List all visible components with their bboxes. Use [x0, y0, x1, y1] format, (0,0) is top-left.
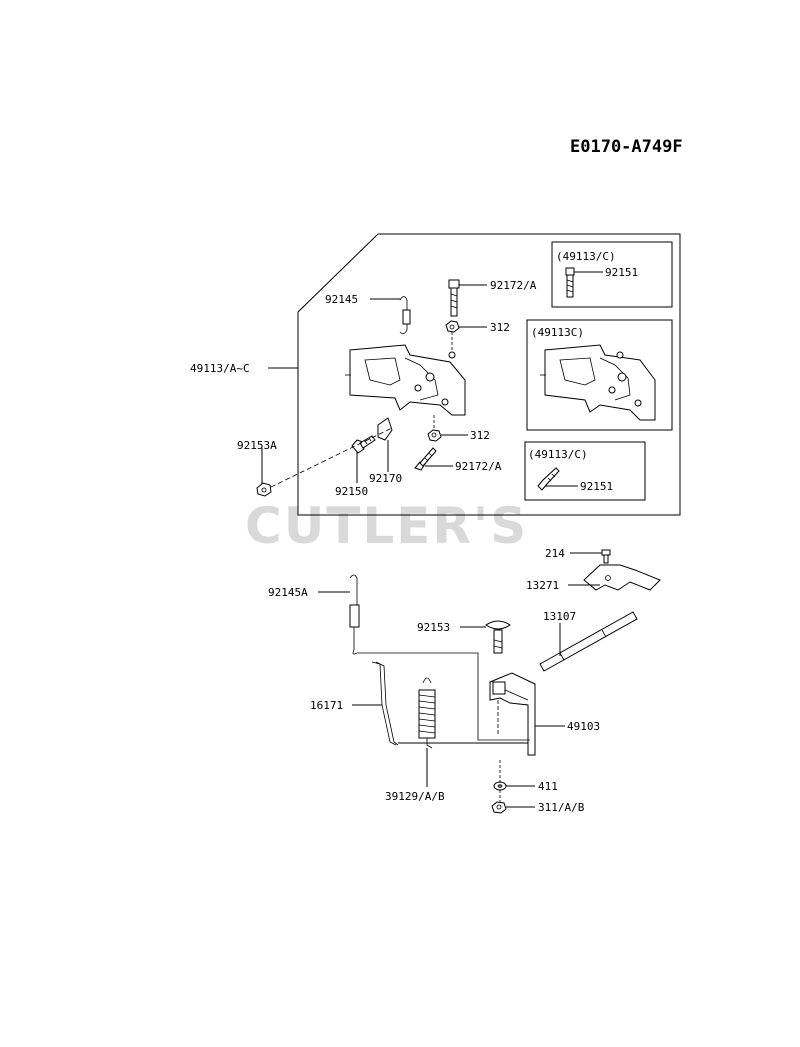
label-92153a: 92153A — [237, 439, 277, 452]
label-49103: 49103 — [567, 720, 600, 733]
label-92151-bottom: 92151 — [580, 480, 613, 493]
bolt-92172-a-top — [448, 279, 460, 317]
label-92172-a-top: 92172/A — [490, 279, 537, 292]
control-plate-inset — [540, 344, 656, 421]
spring-39129-a-b — [418, 677, 436, 749]
label-92170: 92170 — [369, 472, 402, 485]
label-49113-c-bottom: (49113/C) — [528, 448, 588, 461]
label-49113-c-top: (49113/C) — [556, 250, 616, 263]
bolt-92150 — [351, 435, 376, 454]
spring-92145a — [349, 574, 530, 741]
label-311-a-b: 311/A/B — [538, 801, 585, 814]
label-312-top: 312 — [490, 321, 510, 334]
nut-311-a-b — [491, 801, 507, 814]
inset-box-49113c — [526, 319, 673, 431]
bracket-92170 — [377, 417, 393, 441]
plate-13271 — [583, 564, 661, 591]
lever-49103 — [489, 672, 536, 756]
spring-92145 — [399, 296, 411, 334]
label-49113-a-c: 49113/A~C — [190, 362, 250, 375]
assembly-frame — [297, 233, 681, 516]
label-92153: 92153 — [417, 621, 450, 634]
control-plate-main — [345, 344, 466, 416]
label-16171: 16171 — [310, 699, 343, 712]
label-92145: 92145 — [325, 293, 358, 306]
shaft-13107 — [539, 611, 638, 672]
diagram-code: E0170-A749F — [570, 137, 683, 157]
inset-box-49113-c-top — [551, 241, 673, 308]
label-13271: 13271 — [526, 579, 559, 592]
label-39129-a-b: 39129/A/B — [385, 790, 445, 803]
label-92145a: 92145A — [268, 586, 308, 599]
rod-16171 — [371, 661, 399, 746]
label-214: 214 — [545, 547, 565, 560]
label-13107: 13107 — [543, 610, 576, 623]
label-92172-a-bottom: 92172/A — [455, 460, 502, 473]
bolt-92153 — [485, 620, 511, 654]
label-411: 411 — [538, 780, 558, 793]
nut-312-top — [445, 320, 460, 333]
label-92150: 92150 — [335, 485, 368, 498]
screw-92151-top — [565, 267, 575, 298]
screw-92151-bottom — [537, 467, 560, 491]
nut-312-bottom — [427, 429, 442, 442]
inset-box-49113-c-bottom — [524, 441, 646, 501]
centerline-92153a — [270, 427, 393, 488]
label-92151-top: 92151 — [605, 266, 638, 279]
watermark-logo: CUTLER'S — [245, 497, 528, 555]
label-49113c: (49113C) — [531, 326, 584, 339]
bolt-92153a — [256, 482, 272, 497]
bolt-92172-a-bottom — [414, 447, 437, 471]
screw-214 — [601, 549, 611, 564]
label-312-bottom: 312 — [470, 429, 490, 442]
